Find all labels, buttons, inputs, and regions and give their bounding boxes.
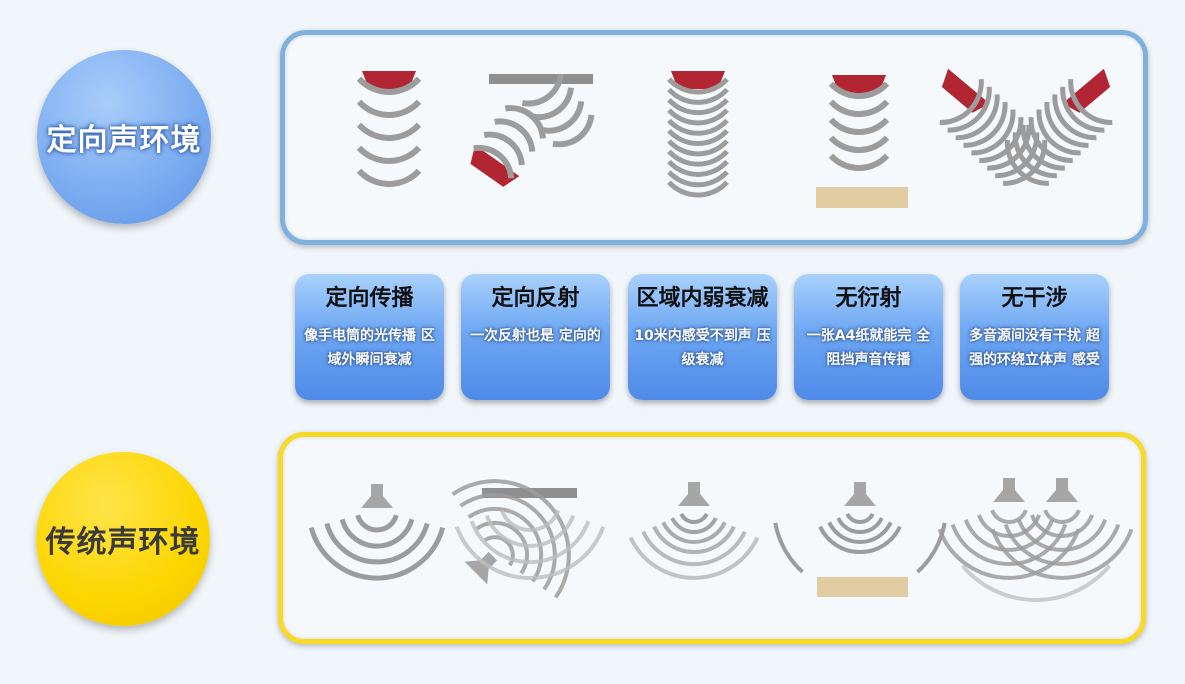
directional-sound-circle: 定向声环境	[37, 50, 211, 224]
traditional-sound-circle: 传统声环境	[36, 452, 210, 626]
conventional-diffraction-icon	[773, 482, 947, 597]
feature-title: 无衍射	[835, 286, 902, 311]
feature-desc: 10米内感受不到声 压级衰减	[634, 328, 771, 368]
feature-desc: 一张A4纸就能完 全阻挡声音传播	[806, 328, 931, 368]
paper-sheet	[816, 187, 908, 208]
conventional-reflection-icon	[451, 479, 606, 599]
feature-card-directional-propagation: 定向传播 像手电筒的光传播 区域外瞬间衰减	[295, 274, 444, 400]
conventional-spread-icon	[308, 484, 446, 581]
conventional-attenuation-icon	[628, 482, 760, 580]
directional-sound-title: 定向声环境	[46, 123, 202, 158]
directional-beam-icon	[356, 71, 422, 187]
weak-attenuation-icon	[667, 71, 729, 198]
feature-title: 定向传播	[325, 286, 414, 311]
feature-desc: 一次反射也是 定向的	[470, 328, 601, 344]
feature-title: 无干涉	[1001, 286, 1068, 311]
directional-reflection-icon	[470, 73, 595, 187]
feature-card-weak-attenuation: 区域内弱衰减 10米内感受不到声 压级衰减	[628, 274, 777, 400]
conventional-interference-icon	[937, 478, 1134, 602]
feature-title: 区域内弱衰减	[636, 286, 769, 311]
feature-card-directional-reflection: 定向反射 一次反射也是 定向的	[461, 274, 610, 400]
feature-card-no-diffraction: 无衍射 一张A4纸就能完 全阻挡声音传播	[794, 274, 943, 400]
paper-sheet	[817, 577, 908, 597]
no-interference-icon	[939, 68, 1113, 186]
feature-title: 定向反射	[491, 286, 580, 311]
feature-desc: 多音源间没有干扰 超强的环绕立体声 感受	[969, 328, 1100, 368]
no-diffraction-icon	[816, 75, 908, 208]
feature-desc: 像手电筒的光传播 区域外瞬间衰减	[304, 328, 435, 368]
feature-card-no-interference: 无干涉 多音源间没有干扰 超强的环绕立体声 感受	[960, 274, 1109, 400]
traditional-sound-title: 传统声环境	[45, 525, 201, 560]
